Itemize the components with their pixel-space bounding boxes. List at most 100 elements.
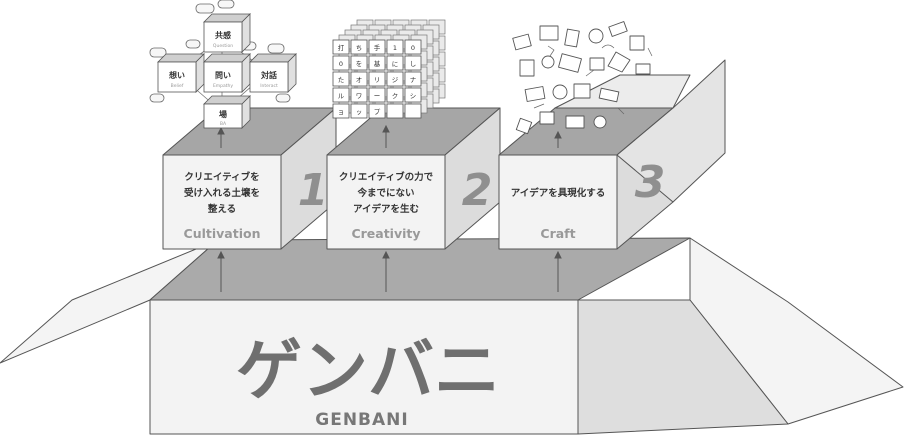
craft-icon-17 — [539, 111, 555, 125]
craft-illustration — [512, 21, 653, 135]
character-cube-char: ワ — [356, 92, 363, 100]
character-cube-char: ョ — [338, 108, 345, 116]
character-cube-char: ー — [374, 92, 381, 100]
character-cube-cell — [386, 55, 404, 71]
craft-icon-15 — [573, 83, 591, 99]
character-cube-cell — [350, 71, 368, 87]
cube-1-number: 1 — [298, 165, 329, 216]
character-cube-cell — [332, 55, 350, 71]
cube-1-front — [162, 154, 282, 250]
craft-icon-14 — [552, 84, 568, 100]
cube-3-front — [498, 154, 618, 250]
character-cube-char: シ — [410, 92, 417, 100]
craft-icon-6 — [629, 35, 645, 51]
network-node-1-sub: Belief — [171, 83, 184, 89]
craft-icon-9 — [558, 53, 582, 73]
craft-icon-8 — [541, 55, 555, 69]
character-cube-cell — [386, 87, 404, 103]
cube-1-line-1: クリエイティブを — [184, 171, 259, 183]
network-node-2-sub: Empathy — [213, 83, 233, 89]
character-cube-char: に — [392, 60, 399, 68]
character-cube-char: 1 — [393, 44, 397, 52]
cube-2-line-2: 今までにない — [356, 187, 414, 199]
character-cube-cell — [368, 39, 386, 55]
character-cube-cell — [368, 103, 386, 119]
craft-icon-1 — [512, 33, 532, 51]
character-cube-cell — [332, 103, 350, 119]
base-subtitle: GENBANI — [315, 410, 408, 430]
character-cube-cell — [404, 39, 422, 55]
character-cube-char: 基 — [374, 59, 381, 68]
cube-2-sublabel: Creativity — [351, 226, 420, 241]
character-cube-char: を — [356, 60, 363, 68]
craft-icon-19 — [593, 115, 607, 129]
craft-icon-10 — [589, 57, 605, 71]
network-node-3-sub: Interact — [260, 83, 278, 89]
network-node-4 — [203, 95, 251, 129]
base-title: ゲンバニ — [236, 332, 500, 409]
character-cube-cell — [386, 103, 404, 119]
character-cube-cell — [404, 103, 422, 119]
network-node-2-label: 問い — [215, 71, 231, 80]
character-cube-char: 打 — [338, 43, 345, 52]
character-cube-char: し — [410, 60, 417, 68]
character-cube-char: ジ — [392, 76, 399, 84]
character-cube-char: た — [338, 76, 345, 84]
network-bubbles — [149, 0, 291, 103]
craft-icon-7 — [519, 59, 535, 77]
cube-2-line-1: クリエイティブの力で — [339, 171, 434, 183]
network-illustration: 共感 Question 想い Belief 問い Empathy 対話 Inte… — [149, 0, 297, 129]
craft-icon-5 — [608, 21, 628, 37]
character-cube-char: オ — [356, 76, 363, 84]
character-cube-char: ク — [392, 92, 399, 100]
cube-3-lid — [616, 59, 726, 203]
craft-icon-20 — [515, 117, 533, 135]
craft-icon-13 — [524, 86, 546, 102]
character-cube-cell — [386, 71, 404, 87]
character-cube-cell — [332, 87, 350, 103]
network-node-3-label: 対話 — [260, 70, 277, 80]
cube-2-text: クリエイティブの力で 今までにない アイデアを生む Creativity 2 — [339, 165, 492, 241]
network-node-4-sub: BA — [220, 121, 227, 127]
craft-icon-11 — [607, 51, 631, 73]
craft-icon-12 — [635, 63, 651, 75]
network-node-4-label: 場 — [219, 109, 227, 119]
character-cube-cell — [332, 39, 350, 55]
craft-icon-2 — [539, 25, 559, 41]
network-node-1-label: 想い — [168, 70, 185, 80]
base-front — [149, 299, 579, 435]
cube-1-text: クリエイティブを 受け入れる土壌を 整える Cultivation 1 — [184, 165, 329, 241]
base-front-group — [149, 299, 789, 435]
cube-1 — [162, 107, 337, 250]
cube-3-text: アイデアを具現化する Craft 3 — [511, 157, 666, 241]
craft-icon-18 — [565, 115, 585, 129]
character-cube-char: 手 — [374, 43, 381, 52]
network-node-0 — [203, 13, 251, 53]
character-cube-cell — [368, 55, 386, 71]
character-cube-cell — [368, 87, 386, 103]
character-cube-char: リ — [374, 76, 381, 84]
character-cube-char: ッ — [356, 108, 363, 116]
craft-scribbles — [533, 44, 653, 115]
cube-2-front — [326, 154, 446, 250]
network-node-3 — [249, 53, 297, 93]
cube-3-sublabel: Craft — [540, 226, 575, 241]
cube-2-number: 2 — [462, 165, 493, 216]
character-cube-cell — [350, 87, 368, 103]
cube-2-line-3: アイデアを生む — [353, 203, 420, 215]
character-cube-cell — [350, 39, 368, 55]
character-cube-cell — [386, 39, 404, 55]
character-cube-char: 0 — [339, 60, 343, 68]
character-cube-cell — [404, 55, 422, 71]
craft-icon-4 — [588, 28, 604, 44]
character-cube-char: ナ — [410, 76, 417, 84]
base-right-flap — [689, 237, 904, 425]
network-node-1 — [157, 53, 205, 93]
character-cube-char: ル — [338, 92, 345, 100]
cube-1-line-3: 整える — [207, 203, 236, 215]
character-cube-cell — [350, 103, 368, 119]
top-arrows — [217, 124, 562, 148]
cube-1-line-2: 受け入れる土壌を — [184, 187, 260, 199]
cube-1-sublabel: Cultivation — [184, 226, 261, 241]
